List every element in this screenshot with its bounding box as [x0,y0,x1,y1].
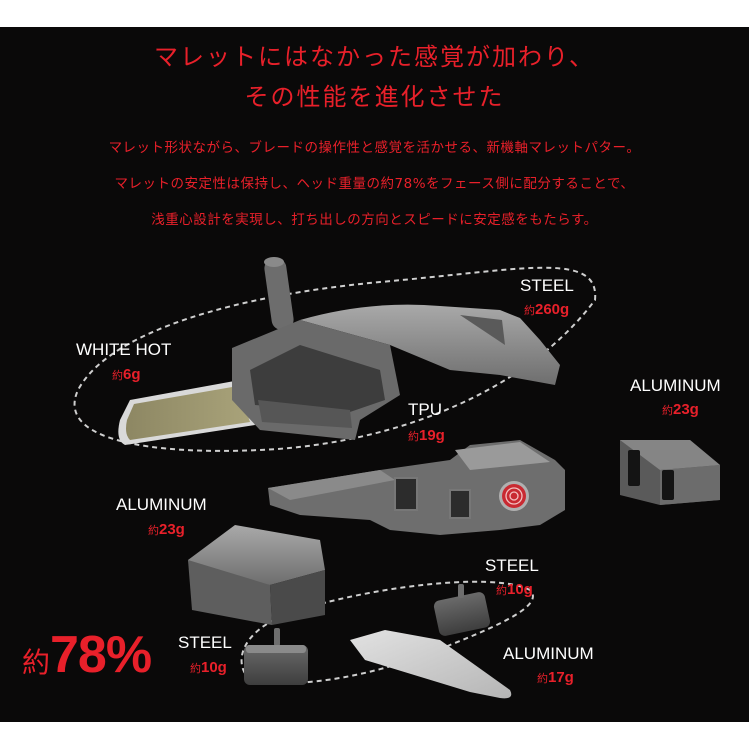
weight-steel-head: 約260g [524,301,570,318]
weight-steel-weight-lower: 約10g [190,659,227,676]
label-white-hot: WHITE HOT [76,340,172,359]
label-aluminum-sole: ALUMINUM [503,644,594,663]
description-line-2: マレットの安定性は保持し、ヘッド重量の約78%をフェース側に配分することで、 [114,176,635,192]
aluminum-block-right [620,440,720,505]
steel-head-body [232,257,560,440]
face-weight-ratio-callout: 約78% [22,626,152,684]
exploded-putter-diagram [73,257,720,699]
label-steel-head: STEEL [520,276,574,295]
aluminum-sole-plate [350,630,512,699]
weight-tpu: 約19g [408,427,445,444]
label-steel-weight-lower: STEEL [178,633,232,652]
label-aluminum-right: ALUMINUM [630,376,721,395]
description-line-1: マレット形状ながら、ブレードの操作性と感覚を活かせる、新機軸マレットパター。 [108,140,641,156]
label-aluminum-left: ALUMINUM [116,495,207,514]
weight-aluminum-sole: 約17g [537,669,574,686]
label-steel-weight-upper: STEEL [485,556,539,575]
steel-weight-upper [433,584,491,636]
weight-aluminum-left: 約23g [148,521,185,538]
odyssey-swirl-logo-icon [499,481,529,511]
headline-line-2: その性能を進化させた [244,83,505,111]
weight-white-hot: 約6g [112,366,141,383]
headline-line-1: マレットにはなかった感覚が加わり、 [153,43,596,71]
aluminum-block-left [188,525,325,625]
white-hot-insert [118,380,255,445]
weight-steel-weight-upper: 約10g [496,581,533,598]
product-feature-panel: マレットにはなかった感覚が加わり、 その性能を進化させた マレット形状ながら、ブ… [0,27,749,722]
upper-dashed-orbit [73,266,597,452]
tpu-middle-body [268,440,565,535]
steel-weight-lower [244,628,308,685]
label-tpu: TPU [408,400,442,419]
weight-aluminum-right: 約23g [662,401,699,418]
description-line-3: 浅重心設計を実現し、打ち出しの方向とスピードに安定感をもたらす。 [151,212,598,228]
